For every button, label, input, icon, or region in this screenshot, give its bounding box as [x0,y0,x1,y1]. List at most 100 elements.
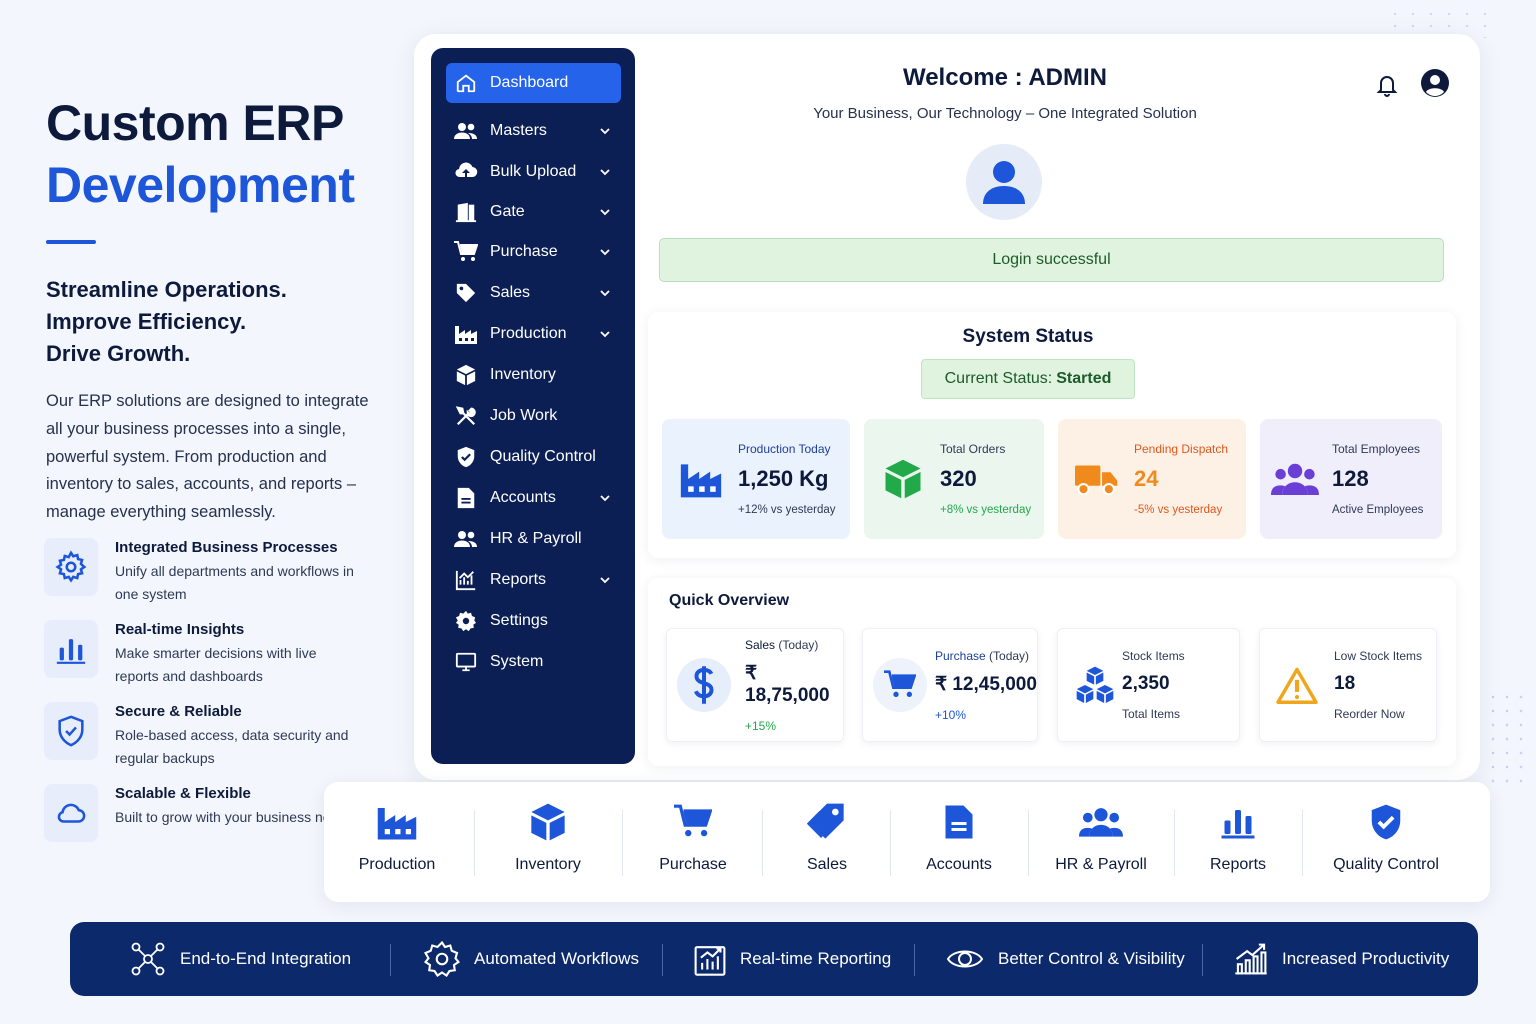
sidebar-item-purchase[interactable]: Purchase [446,233,621,271]
sidebar-item-label: Settings [490,612,548,629]
module-production[interactable]: Production [346,800,448,884]
hero-title-line1: Custom ERP [46,95,344,151]
benefit-label: Better Control & Visibility [998,949,1185,968]
shield-check-icon [44,702,98,760]
overview-label-suffix: (Today) [985,648,1030,663]
module-hr-payroll[interactable]: HR & Payroll [1048,800,1154,884]
hero-title: Custom ERP Development [46,92,406,216]
sidebar-item-quality-control[interactable]: Quality Control [446,438,621,476]
module-label: Purchase [659,856,727,873]
truck-icon [1070,452,1124,506]
hero-title-line2: Development [46,157,355,213]
module-quality-control[interactable]: Quality Control [1324,800,1448,884]
title-underline [46,240,96,244]
module-purchase[interactable]: Purchase [648,800,738,884]
chevron-down-icon [600,331,610,338]
module-inventory[interactable]: Inventory [500,800,596,884]
sidebar-item-production[interactable]: Production [446,315,621,353]
sidebar-item-label: Production [490,325,567,342]
sidebar-item-label: Sales [490,284,531,301]
users-icon [454,527,478,551]
module-strip [324,782,1490,902]
sidebar-item-bulk-upload[interactable]: Bulk Upload [446,153,621,191]
module-label: Production [358,856,436,873]
overview-value: 18 [1334,673,1356,694]
chevron-down-icon [600,128,610,135]
user-account-icon[interactable] [1420,68,1450,98]
sidebar-item-label: Purchase [490,243,558,260]
bar-chart-icon [44,620,98,678]
eye-icon [946,946,984,972]
bell-icon[interactable] [1375,72,1399,98]
sidebar-item-reports[interactable]: Reports [446,561,621,599]
module-reports[interactable]: Reports [1196,800,1280,884]
sidebar-item-gate[interactable]: Gate [446,193,621,231]
kpi-label: Total Orders [940,442,1006,456]
overview-purchase-today: Purchase (Today)₹ 12,45,000+10% [862,628,1038,742]
chevron-down-icon [600,290,610,297]
chevron-down-icon [600,249,610,256]
module-sales[interactable]: Sales [786,800,868,884]
chevron-down-icon [600,209,610,216]
tools-icon [454,404,478,428]
benefit-end-to-end-integration: End-to-End Integration [130,922,351,996]
overview-sales-today: Sales (Today)₹ 18,75,000+15% [666,628,844,742]
sidebar-item-system[interactable]: System [446,643,621,681]
tag-icon [807,800,847,844]
divider [1202,944,1203,976]
sidebar-item-accounts[interactable]: Accounts [446,479,621,517]
sidebar-item-label: Quality Control [490,448,596,465]
dollar-icon [677,658,731,712]
overview-change: +10% [935,707,967,722]
divider [1028,810,1029,876]
module-accounts[interactable]: Accounts [914,800,1004,884]
overview-label-suffix: (Today) [775,637,819,652]
gear-icon [424,941,460,977]
kpi-value: 320 [940,466,977,491]
feature-desc: Role-based access, data security and reg… [115,727,349,766]
overview-label: Sales [745,637,776,652]
decorative-dots [1386,8,1496,38]
sidebar-item-sales[interactable]: Sales [446,274,621,312]
cart-icon [873,658,927,712]
feature-desc: Built to grow with your business needs [115,809,354,825]
sidebar-item-inventory[interactable]: Inventory [446,356,621,394]
kpi-change: +12% vs yesterday [738,504,836,516]
divider [474,810,475,876]
system-status-title: System Status [962,326,1094,347]
sidebar-item-label: Job Work [490,407,558,424]
monitor-icon [454,650,478,674]
sidebar-item-label: Inventory [490,366,556,383]
sidebar-item-dashboard[interactable]: Dashboard [446,63,621,103]
divider [390,944,391,976]
sidebar-item-label: Reports [490,571,547,588]
avatar [966,144,1042,220]
chevron-down-icon [600,495,610,502]
tagline-line: Streamline Operations. [46,277,287,302]
overview-value: ₹ 18,75,000 [745,662,830,706]
benefit-label: Real-time Reporting [740,949,892,968]
kpi-value: 1,250 Kg [738,466,829,491]
sidebar-item-label: Masters [490,122,547,139]
status-badge: Current Status: Started [921,359,1135,399]
sidebar-item-masters[interactable]: Masters [446,112,621,150]
tagline-line: Drive Growth. [46,341,191,366]
kpi-production-today: Production Today 1,250 Kg +12% vs yesterda… [662,419,850,539]
kpi-change: Active Employees [1332,504,1424,516]
feature-title: Real-time Insights [115,621,245,638]
kpi-label: Production Today [738,442,831,456]
sidebar-item-settings[interactable]: Settings [446,602,621,640]
module-label: Accounts [926,856,992,873]
sidebar-item-hr-payroll[interactable]: HR & Payroll [446,520,621,558]
welcome-title: Welcome : ADMIN [902,64,1108,91]
sidebar-item-label: Dashboard [490,74,569,91]
sidebar-item-job-work[interactable]: Job Work [446,397,621,435]
divider [914,944,915,976]
box-icon [454,363,478,387]
cloud-icon [44,784,98,842]
